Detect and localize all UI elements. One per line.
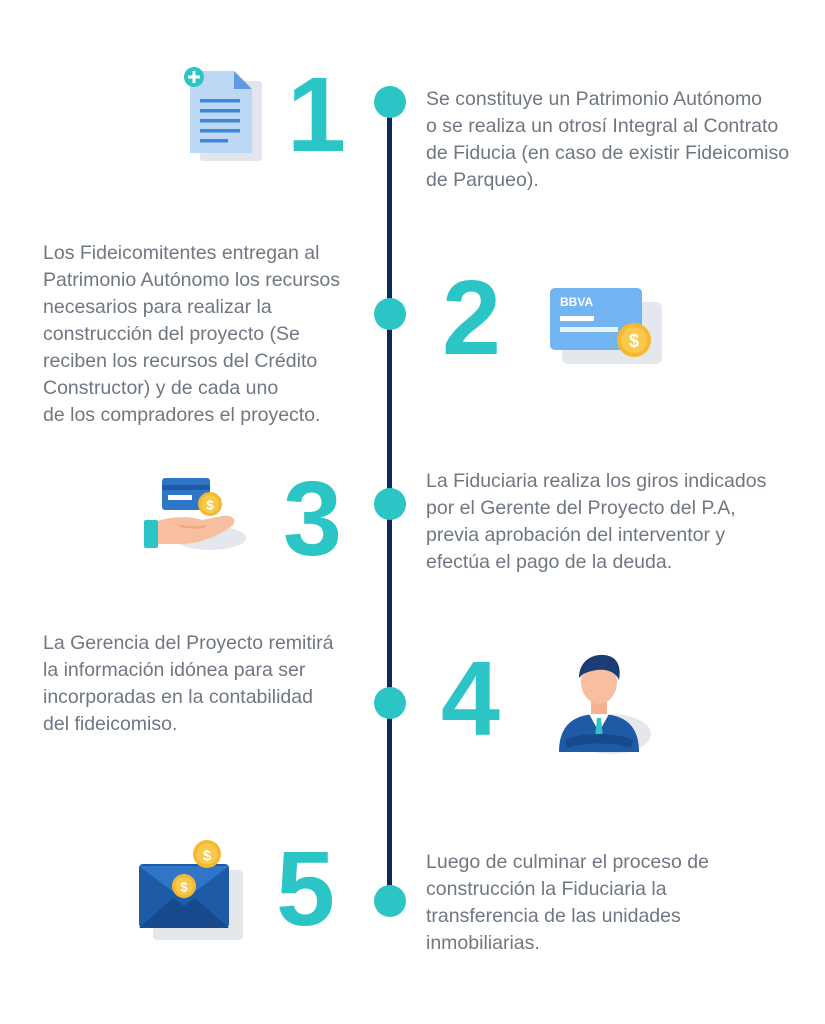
text-line: incorporadas en la contabilidad [43, 686, 313, 708]
text-line: previa aprobación del interventor y [426, 524, 726, 546]
text-line: reciben los recursos del Crédito [43, 350, 318, 372]
svg-text:$: $ [203, 848, 212, 865]
timeline-dot [374, 298, 406, 330]
text-line: transferencia de las unidades [426, 905, 681, 927]
text-line: Los Fideicomitentes entregan al [43, 242, 320, 264]
text-line: por el Gerente del Proyecto del P.A, [426, 497, 736, 519]
svg-text:$: $ [629, 331, 639, 351]
timeline-dot [374, 488, 406, 520]
step-description: Se constituye un Patrimonio Autónomo o s… [426, 86, 789, 194]
text-line: Patrimonio Autónomo los recursos [43, 269, 340, 291]
step-description: La Fiduciaria realiza los giros indicado… [426, 468, 766, 576]
step-description: Los Fideicomitentes entregan al Patrimon… [43, 240, 340, 429]
text-line: de Parqueo). [426, 169, 539, 191]
text-line: Luego de culminar el proceso de [426, 851, 709, 873]
step-number: 5 [276, 830, 335, 948]
text-line: efectúa el pago de la deuda. [426, 551, 673, 573]
step-description: La Gerencia del Proyecto remitirá la inf… [43, 630, 333, 738]
step-number: 3 [283, 460, 342, 578]
text-line: construcción la Fiduciaria la [426, 878, 667, 900]
businessman-icon [553, 648, 653, 758]
text-line: o se realiza un otrosí Integral al Contr… [426, 115, 779, 137]
text-line: La Gerencia del Proyecto remitirá [43, 632, 334, 654]
step-number: 1 [287, 56, 346, 174]
card-brand: BBVA [560, 295, 593, 309]
text-line: inmobiliarias. [426, 932, 540, 954]
svg-text:$: $ [206, 498, 214, 513]
text-line: del fideicomiso. [43, 713, 178, 735]
hand-card-coin-icon: $ [140, 470, 252, 560]
timeline-dot [374, 86, 406, 118]
text-line: Constructor) y de cada uno [43, 377, 279, 399]
text-line: la información idónea para ser [43, 659, 306, 681]
text-line: de los compradores el proyecto. [43, 404, 321, 426]
text-line: Se constituye un Patrimonio Autónomo [426, 88, 763, 110]
text-line: de Fiducia (en caso de existir Fideicomi… [426, 142, 790, 164]
timeline-dot [374, 885, 406, 917]
step-number: 4 [441, 640, 500, 758]
text-line: construcción del proyecto (Se [43, 323, 300, 345]
bank-card-coin-icon: BBVA $ [548, 284, 668, 374]
timeline-dot [374, 687, 406, 719]
step-number: 2 [442, 259, 501, 377]
svg-text:$: $ [180, 880, 188, 895]
text-line: La Fiduciaria realiza los giros indicado… [426, 470, 767, 492]
document-add-icon [178, 65, 268, 165]
step-description: Luego de culminar el proceso de construc… [426, 849, 709, 957]
text-line: necesarios para realizar la [43, 296, 272, 318]
envelope-coins-icon: $ $ [133, 836, 245, 946]
